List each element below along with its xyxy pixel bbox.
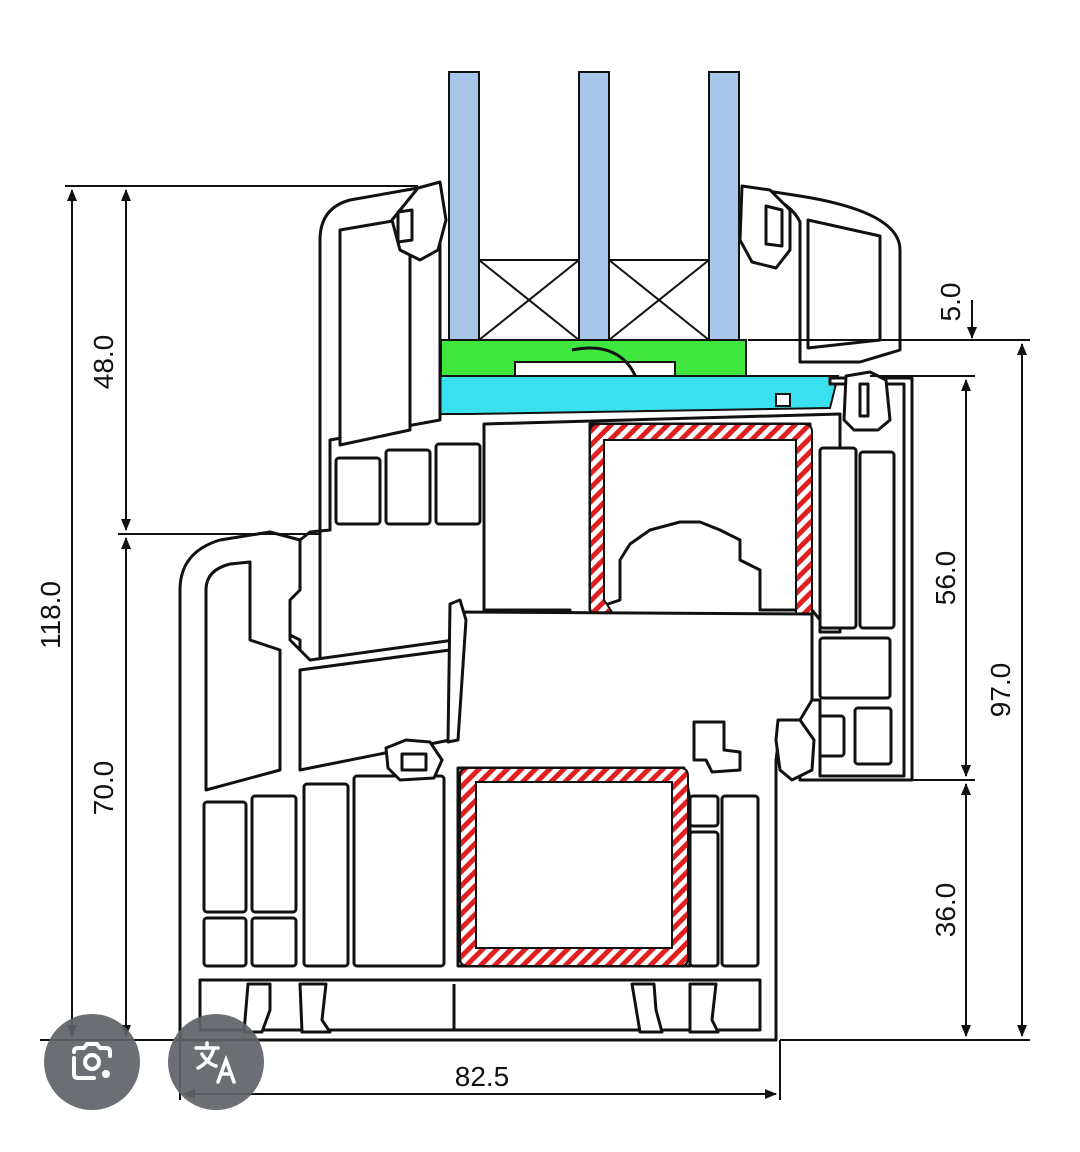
frame-profile	[178, 530, 816, 1042]
glass-pane-left	[448, 71, 480, 341]
dim-total-height: 118.0	[35, 581, 66, 649]
camera-search-icon	[68, 1038, 116, 1086]
dim-frame-depth: 82.5	[455, 1061, 510, 1092]
steel-reinforcement-frame	[459, 767, 689, 967]
glazing-block	[514, 361, 676, 377]
translate-button[interactable]	[168, 1014, 264, 1110]
dim-sash-height: 48.0	[88, 335, 119, 390]
dim-frame-lower: 36.0	[930, 883, 961, 938]
translate-icon	[190, 1036, 242, 1088]
spacer-cavity-left	[478, 259, 580, 341]
glass-pane-right	[708, 71, 740, 341]
dimension-lines	[40, 185, 1030, 1100]
dim-rebate-height: 97.0	[985, 663, 1016, 718]
dim-frame-height: 70.0	[88, 761, 119, 816]
dim-sash-inner: 56.0	[930, 551, 961, 606]
glass-pane-middle	[578, 71, 610, 341]
lens-search-button[interactable]	[44, 1014, 140, 1110]
dimension-labels: 118.0 48.0 70.0 5.0 56.0 97.0 36.0 82.5	[35, 283, 1016, 1092]
sash-profile	[278, 180, 914, 782]
spacer-cavity-right	[608, 259, 710, 341]
dim-glass-offset: 5.0	[935, 283, 966, 322]
